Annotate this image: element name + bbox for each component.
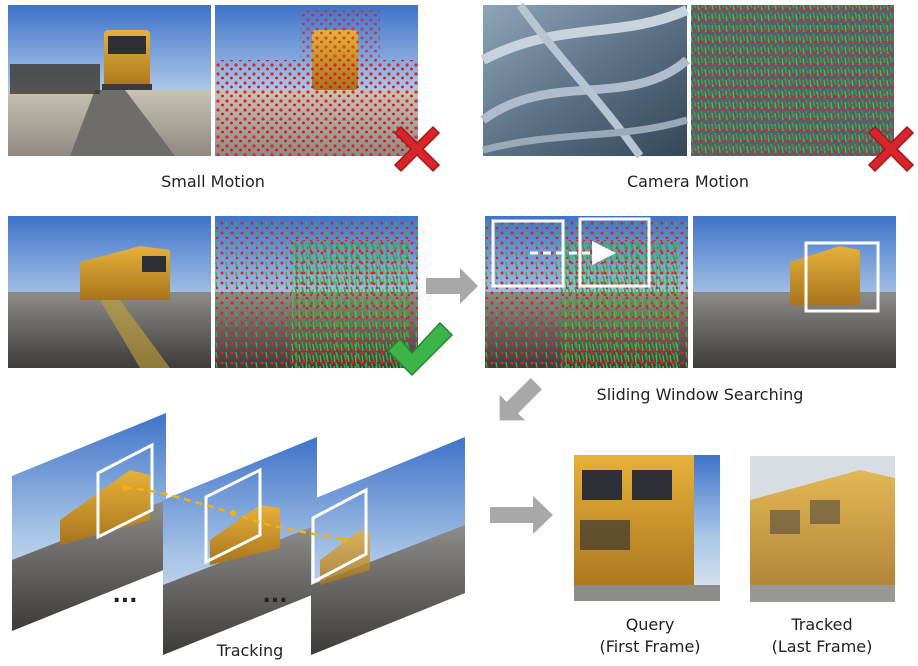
small-motion-label: Small Motion bbox=[161, 172, 265, 191]
red-cross-icon bbox=[393, 125, 441, 173]
query-label-line1: Query bbox=[625, 615, 675, 634]
school-bus bbox=[80, 246, 170, 300]
tracking-box bbox=[204, 467, 262, 565]
tracking-frame-2 bbox=[163, 437, 317, 655]
detected-bus-frame bbox=[693, 216, 896, 368]
tracked-label-line2: (Last Frame) bbox=[771, 637, 873, 656]
crowd bbox=[10, 64, 100, 94]
tracking-frame-1 bbox=[12, 413, 166, 631]
tracking-frame-3 bbox=[311, 437, 465, 655]
gray-arrow-icon bbox=[490, 496, 553, 534]
ellipsis-2: ... bbox=[262, 583, 288, 608]
camera-motion-frame bbox=[480, 2, 690, 159]
bus-side-features bbox=[215, 216, 418, 368]
tracked-label: Tracked (Last Frame) bbox=[752, 614, 892, 658]
gray-arrow-icon bbox=[499, 377, 543, 421]
query-image bbox=[574, 455, 720, 601]
query-label-line2: (First Frame) bbox=[599, 637, 701, 656]
tracking-trajectory bbox=[124, 486, 346, 542]
gray-arrow-icon bbox=[426, 268, 478, 304]
tracking-box bbox=[96, 442, 154, 540]
bus-side-frame bbox=[8, 216, 211, 368]
camera-motion-features bbox=[691, 5, 894, 156]
search-window-end bbox=[578, 217, 651, 288]
tracking-label: Tracking bbox=[216, 641, 284, 660]
tracked-image bbox=[750, 456, 895, 602]
query-label: Query (First Frame) bbox=[580, 614, 720, 658]
detection-box bbox=[804, 241, 880, 313]
red-cross-icon bbox=[867, 125, 915, 173]
small-motion-features bbox=[215, 5, 418, 156]
green-check-icon bbox=[386, 321, 454, 377]
trajectory-points bbox=[122, 485, 348, 543]
tracking-box bbox=[311, 487, 368, 585]
camera-motion-label: Camera Motion bbox=[626, 172, 750, 191]
tracked-label-line1: Tracked bbox=[791, 615, 853, 634]
small-motion-frame bbox=[8, 5, 211, 156]
ellipsis-1: ... bbox=[112, 583, 138, 608]
sliding-window-frame bbox=[485, 216, 688, 368]
sliding-window-label: Sliding Window Searching bbox=[596, 385, 804, 404]
school-bus bbox=[102, 30, 152, 90]
